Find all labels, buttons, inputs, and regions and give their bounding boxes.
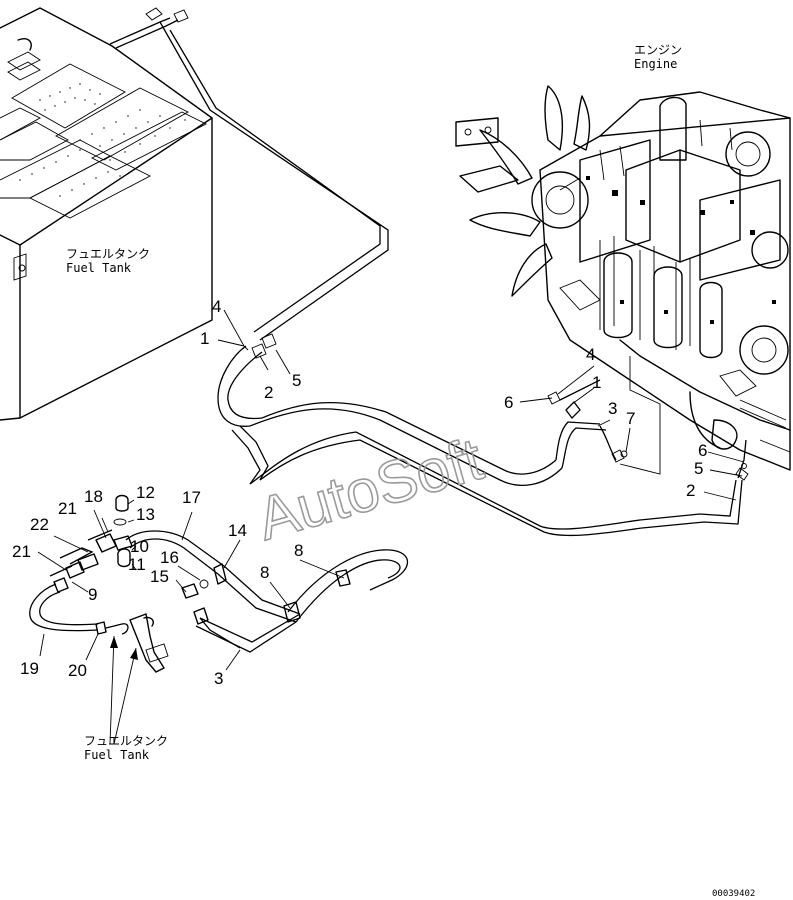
callout-11: 11 xyxy=(128,555,146,574)
return-line-assembly xyxy=(29,494,408,745)
callout-2: 2 xyxy=(264,383,273,402)
callout-3: 3 xyxy=(214,669,223,688)
callout-1: 1 xyxy=(592,373,601,392)
engine-label-jp: エンジン xyxy=(634,43,682,57)
callout-16: 16 xyxy=(160,548,179,567)
callout-numbers: 4 1 2 5 4 1 6 3 7 6 5 2 18 12 17 21 13 2… xyxy=(12,297,707,688)
callout-19: 19 xyxy=(20,659,39,678)
callout-21: 21 xyxy=(12,542,31,561)
callout-1: 1 xyxy=(200,329,209,348)
callout-6: 6 xyxy=(504,393,513,412)
callout-3: 3 xyxy=(608,399,617,418)
fuel-tank-bottom-label-en: Fuel Tank xyxy=(84,748,150,762)
callout-9: 9 xyxy=(88,585,97,604)
callout-7: 7 xyxy=(626,409,635,428)
callout-17: 17 xyxy=(182,488,201,507)
callout-22: 22 xyxy=(30,515,49,534)
fuel-tank-label-en: Fuel Tank xyxy=(66,261,132,275)
callout-13: 13 xyxy=(136,505,155,524)
fuel-lines xyxy=(109,7,749,537)
callout-20: 20 xyxy=(68,661,87,680)
watermark: AutoSoft xyxy=(250,425,490,553)
engine-drawing xyxy=(455,85,791,471)
engine-label-en: Engine xyxy=(634,57,677,71)
fuel-tank-drawing xyxy=(0,7,213,421)
callout-5: 5 xyxy=(292,371,301,390)
callout-5: 5 xyxy=(694,459,703,478)
callout-6: 6 xyxy=(698,441,707,460)
callout-14: 14 xyxy=(228,521,247,540)
callout-2: 2 xyxy=(686,481,695,500)
document-number: 00039402 xyxy=(712,889,755,899)
callout-4: 4 xyxy=(212,297,221,316)
callout-18: 18 xyxy=(84,487,103,506)
fuel-tank-label-jp: フュエルタンク xyxy=(66,247,150,261)
callout-10: 10 xyxy=(130,537,149,556)
callout-8: 8 xyxy=(260,563,269,582)
callout-12: 12 xyxy=(136,483,155,502)
callout-8: 8 xyxy=(294,541,303,560)
callout-21: 21 xyxy=(58,499,77,518)
callout-15: 15 xyxy=(150,567,169,586)
callout-4: 4 xyxy=(586,345,595,364)
fuel-tank-bottom-label-jp: フュエルタンク xyxy=(84,734,168,748)
